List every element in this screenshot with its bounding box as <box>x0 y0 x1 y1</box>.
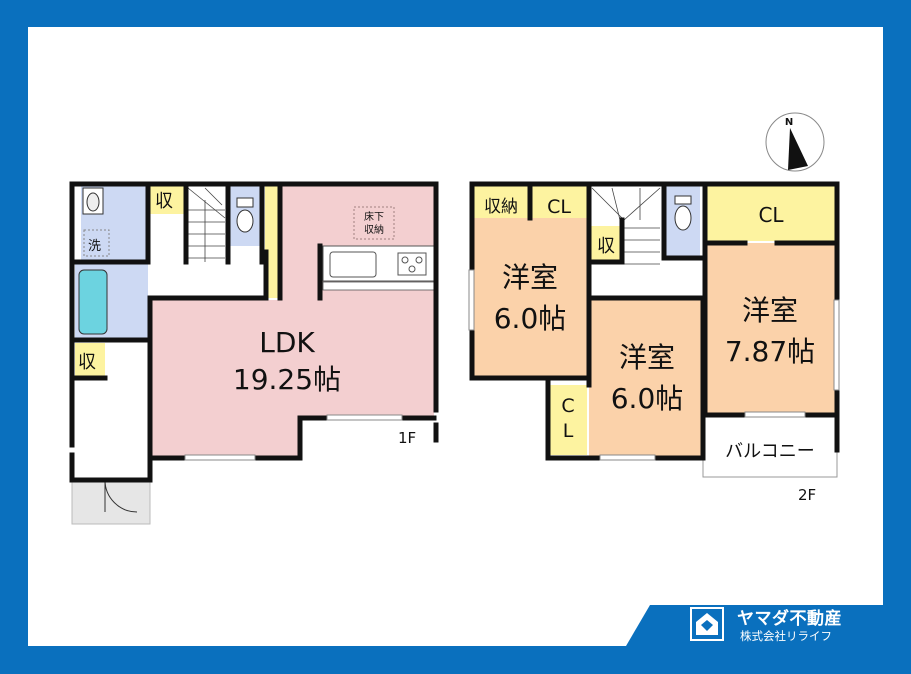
closet-right-label: CL <box>758 203 784 227</box>
room-b-name: 洋室 <box>619 341 675 374</box>
room-a-area <box>474 218 587 376</box>
room-b-area <box>589 300 701 457</box>
entrance-area <box>75 378 150 480</box>
bathtub-icon <box>78 269 108 335</box>
room-b-size: 6.0帖 <box>611 382 684 415</box>
closet-vertical-label-2: L <box>563 420 574 442</box>
balcony-label: バルコニー <box>725 441 815 462</box>
storage-1f-top <box>150 186 185 214</box>
storage-nouno-area <box>474 186 529 218</box>
stairs-1f <box>187 187 226 262</box>
room-c-name: 洋室 <box>742 294 798 327</box>
ldk-size: 19.25帖 <box>233 363 341 396</box>
floor-1-label: 1F <box>398 429 416 447</box>
closet-top-label: CL <box>547 196 571 218</box>
compass-n-label: N <box>785 117 793 128</box>
room-a-size: 6.0帖 <box>494 302 567 335</box>
underfloor-storage <box>353 206 395 240</box>
ldk-label: LDK <box>259 326 315 359</box>
storage-small-area <box>590 226 622 261</box>
closet-vertical-label-1: C <box>561 395 574 417</box>
storage-1f-top-label: 収 <box>155 191 173 212</box>
underfloor-label-2: 収納 <box>364 223 384 236</box>
underfloor-label-1: 床下 <box>364 210 384 223</box>
floor-2-plan <box>468 181 840 478</box>
toilet-icon-2f <box>674 205 692 231</box>
north-arrow-icon <box>788 128 808 170</box>
room-c-area <box>705 243 835 413</box>
toilet-icon <box>236 209 254 233</box>
storage-nouno-label: 収納 <box>484 197 518 217</box>
stairs-2f <box>591 187 661 265</box>
room-c-size: 7.87帖 <box>725 335 815 368</box>
room-a-name: 洋室 <box>502 261 558 294</box>
floor-1-plan <box>69 181 439 525</box>
storage-small-label: 収 <box>597 236 615 257</box>
floor-2-label: 2F <box>798 486 816 504</box>
brand-name: ヤマダ不動産 <box>737 609 842 629</box>
compass: N <box>765 112 825 172</box>
storage-1f-left <box>75 343 105 377</box>
walls-2f <box>469 181 840 461</box>
stove-icon <box>397 252 427 276</box>
brand-company: 株式会社リライフ <box>740 629 832 643</box>
closet-vertical-area <box>550 385 587 455</box>
brand-logo-icon <box>690 607 724 641</box>
closet-right-area <box>707 186 835 241</box>
storage-1f-left-label: 収 <box>78 352 96 373</box>
sink-icon <box>329 251 377 278</box>
porch-area <box>71 477 151 525</box>
closet-top-area <box>532 186 587 218</box>
washroom-label: 洗 <box>88 239 101 254</box>
